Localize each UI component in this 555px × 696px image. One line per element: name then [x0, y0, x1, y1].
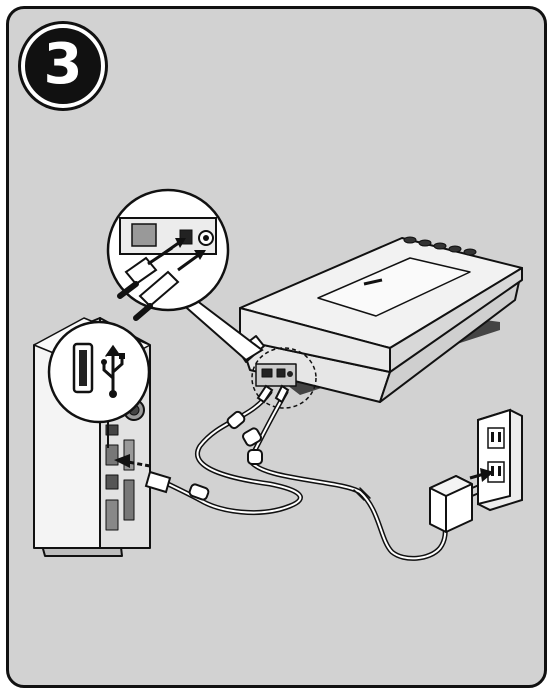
flatbed-scanner: [238, 237, 522, 402]
usb-port-icon: [74, 344, 92, 392]
scanner-plugs: [258, 386, 288, 402]
power-cable: [242, 392, 446, 558]
power-outlet-icon: [478, 410, 522, 510]
